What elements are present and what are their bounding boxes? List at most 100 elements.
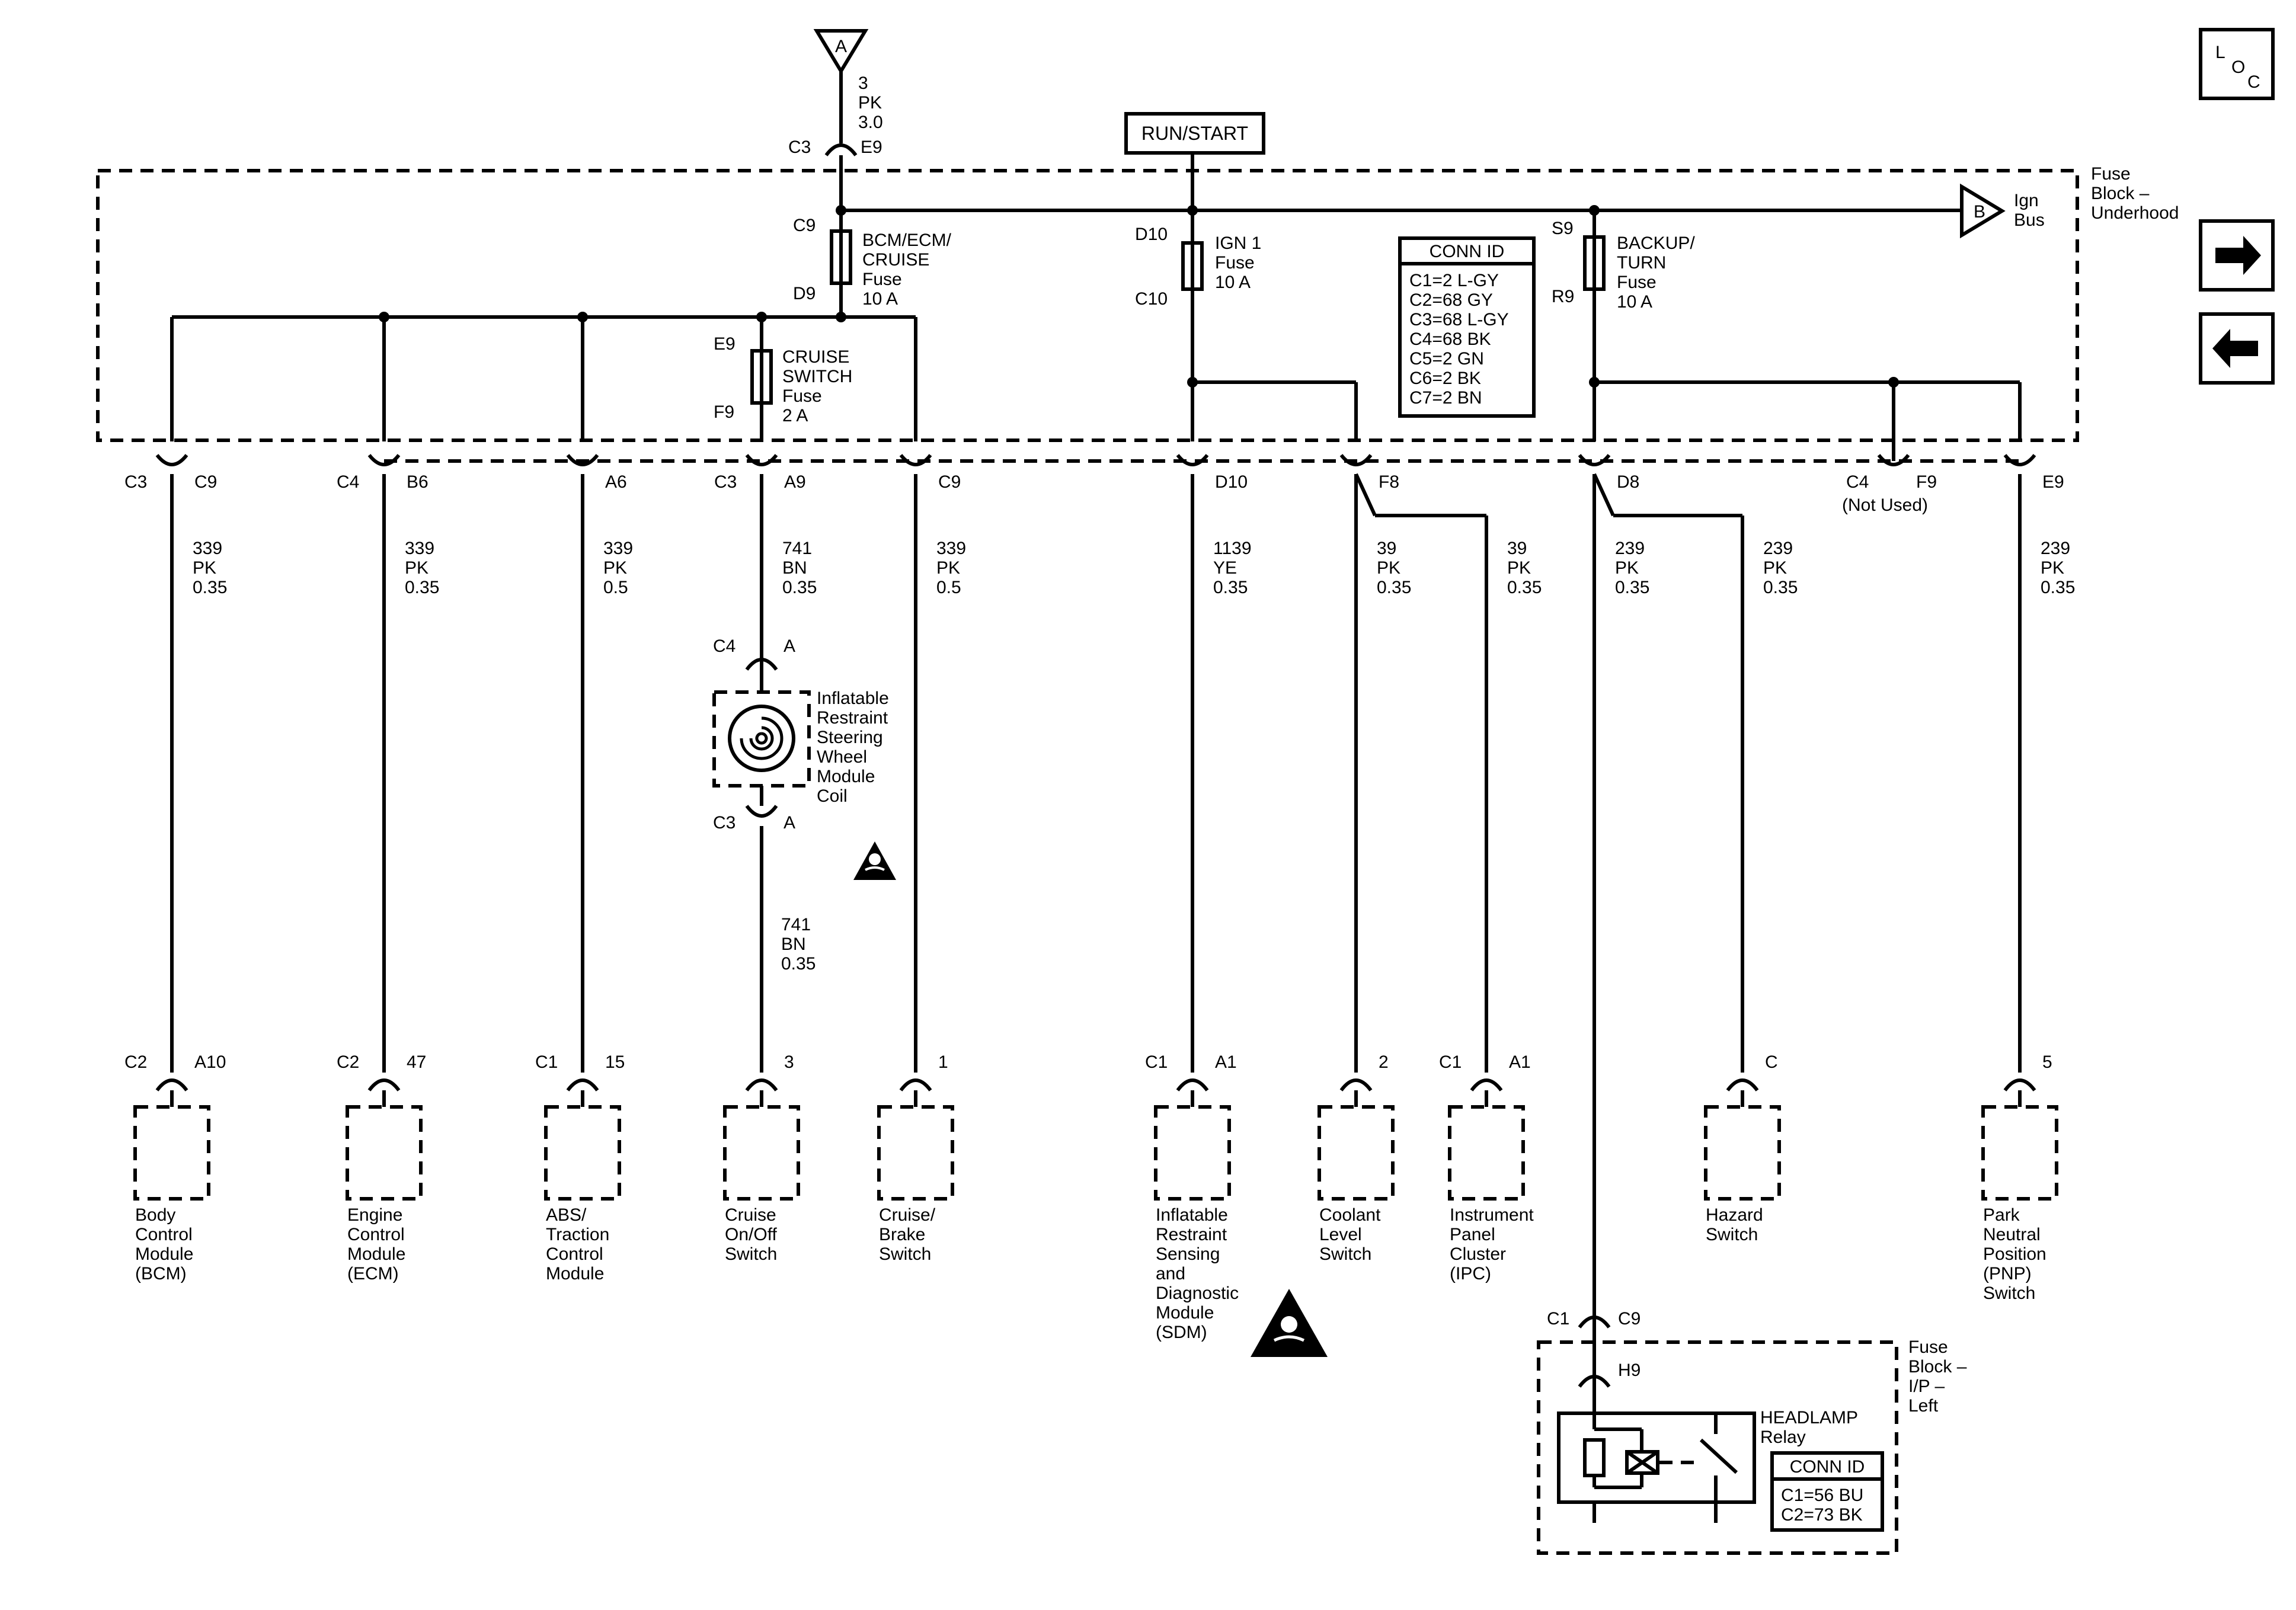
wire-gauge: 0.35	[1507, 578, 1542, 597]
sdm-airbag-warning-icon	[1251, 1289, 1328, 1357]
ip-conn-left: C1	[1547, 1309, 1569, 1329]
conn-id-ip-row: C1=56 BU	[1781, 1486, 1863, 1505]
fuse-backup-label: 10 A	[1617, 292, 1652, 312]
d8-split	[1593, 473, 1744, 1073]
component-label: Cluster	[1450, 1244, 1506, 1264]
component-label: Control	[546, 1244, 603, 1264]
component-label: Engine	[347, 1205, 402, 1225]
fuse-cruise-switch: E9 F9 CRUISE SWITCH Fuse 2 A	[714, 317, 852, 441]
ign-bus: B Ign Bus	[836, 183, 2045, 239]
coil-lower-wire-color: BN	[781, 934, 806, 954]
component-pin: 3	[784, 1052, 794, 1072]
ip-fuse-block-label: Left	[1908, 1396, 1939, 1416]
component-pin: A1	[1215, 1052, 1237, 1072]
coil-label: Inflatable	[817, 689, 889, 708]
fuse-block-label-line: Block –	[2091, 184, 2150, 203]
conn-id-ip-title: CONN ID	[1790, 1457, 1865, 1477]
feed-circuit-color: PK	[858, 93, 882, 113]
terminal-conn: C3	[714, 472, 737, 492]
component-pin: A10	[194, 1052, 226, 1072]
component-label: and	[1156, 1264, 1185, 1283]
component-label: Switch	[1706, 1225, 1758, 1244]
wire-color: YE	[1213, 558, 1237, 578]
backup-split	[1589, 377, 2022, 441]
conn-id-row: C5=2 GN	[1409, 349, 1484, 369]
fuse-ign1-label: Fuse	[1215, 253, 1255, 273]
fuse-bcm-label: BCM/ECM/	[862, 231, 952, 250]
wire-gauge: 0.35	[1763, 578, 1798, 597]
component-label: Module	[135, 1244, 193, 1264]
wire-color: PK	[193, 558, 216, 578]
coil-label: Steering	[817, 728, 883, 747]
component-label: Module	[546, 1264, 604, 1283]
fuse-backup-label: BACKUP/	[1617, 233, 1695, 253]
component-label: Level	[1319, 1225, 1362, 1244]
prev-arrow-icon[interactable]	[2199, 312, 2275, 385]
connector-a-feed: A 3 PK 3.0 C3 E9	[788, 29, 883, 210]
run-start-box: RUN/START	[1124, 112, 1265, 210]
component-conn: C2	[337, 1052, 359, 1072]
component-conn: C1	[1145, 1052, 1168, 1072]
wire-gauge: 0.35	[405, 578, 439, 597]
relay-label: HEADLAMP	[1760, 1408, 1858, 1427]
fuse-backup-label: TURN	[1617, 253, 1666, 273]
fuse-cruise-label: CRUISE	[782, 347, 849, 367]
wire-gauge: 0.35	[1213, 578, 1248, 597]
terminal-conn: C3	[124, 472, 147, 492]
coil-label: Module	[817, 767, 875, 786]
wire-color: PK	[405, 558, 428, 578]
ip-fuse-block-label: I/P –	[1908, 1377, 1945, 1396]
loc-icon[interactable]: L O C	[2199, 28, 2275, 100]
fuse-ign1-top-pin: D10	[1135, 225, 1168, 244]
coil-top-pin: A	[784, 636, 795, 656]
component-label: Control	[347, 1225, 405, 1244]
conn-id-ip-row: C2=73 BK	[1781, 1505, 1863, 1525]
terminal-pin: B6	[407, 472, 428, 492]
terminal-pin: D8	[1617, 472, 1639, 492]
fuse-ign1-bottom-pin: C10	[1135, 289, 1168, 309]
fuse-cruise-label: Fuse	[782, 386, 822, 406]
conn-id-title: CONN ID	[1430, 242, 1505, 261]
wire-gauge: 0.5	[603, 578, 628, 597]
component-label: Sensing	[1156, 1244, 1220, 1264]
component-pin: 47	[407, 1052, 426, 1072]
conn-id-underhood: CONN ID C1=2 L-GY C2=68 GY C3=68 L-GY C4…	[1398, 236, 1536, 418]
component-conn: C2	[124, 1052, 147, 1072]
component-label: Diagnostic	[1156, 1283, 1239, 1303]
wire-color: PK	[1507, 558, 1531, 578]
component-label: Cruise	[725, 1205, 776, 1225]
terminal-pin: F9	[1916, 472, 1937, 492]
wire-color: PK	[1377, 558, 1400, 578]
fuse-bcm-label: Fuse	[862, 270, 902, 289]
terminal-pin: C9	[194, 472, 217, 492]
fuse-cruise-top-pin: E9	[714, 334, 736, 354]
conn-id-ip: CONN ID C1=56 BU C2=73 BK	[1770, 1451, 1884, 1532]
wire-circuit-number: 239	[1615, 539, 1645, 558]
ip-fuse-block-label: Block –	[1908, 1357, 1967, 1377]
coil-label: Restraint	[817, 708, 888, 728]
fuse-backup-top-pin: S9	[1552, 219, 1574, 238]
conn-id-row: C1=2 L-GY	[1409, 271, 1499, 290]
ign-bus-label: Bus	[2014, 210, 2045, 230]
component-label: Control	[135, 1225, 193, 1244]
feed-circuit-gauge: 3.0	[858, 113, 883, 132]
terminal-pin: C9	[938, 472, 961, 492]
next-arrow-icon[interactable]	[2199, 219, 2275, 292]
wire-circuit-number: 39	[1377, 539, 1396, 558]
component-label: (SDM)	[1156, 1323, 1207, 1342]
component-conn: C1	[535, 1052, 558, 1072]
